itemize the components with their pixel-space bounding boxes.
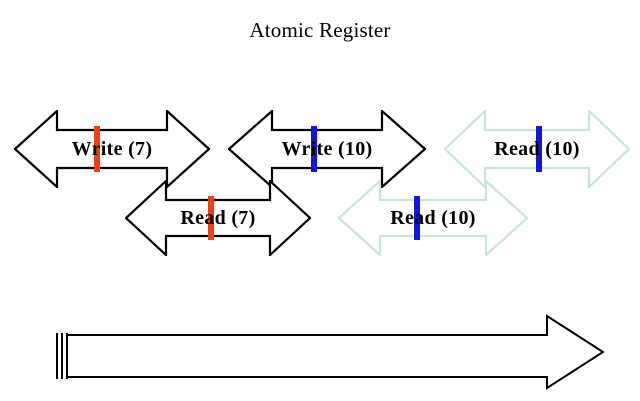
interval-arrow-read-7: Read (7) xyxy=(125,180,311,256)
linearization-point-read-10-lower xyxy=(414,196,420,240)
interval-label-read-10-upper: Read (10) xyxy=(494,137,580,160)
linearization-point-write-7 xyxy=(94,126,100,172)
page-title: Atomic Register xyxy=(249,18,391,42)
interval-arrow-read-10-lower: Read (10) xyxy=(338,180,528,256)
interval-arrow-write-7: Write (7) xyxy=(14,110,210,188)
time-axis-shape xyxy=(56,314,605,390)
time-axis-arrow xyxy=(55,312,605,392)
linearization-point-read-10-upper xyxy=(536,126,542,172)
arrow-outline xyxy=(228,110,426,188)
linearization-point-read-7 xyxy=(208,196,214,240)
arrow-shape-read-7 xyxy=(125,180,311,256)
linearization-point-write-10 xyxy=(311,126,317,172)
arrow-shape-write-10 xyxy=(228,110,426,188)
interval-label-write-10: Write (10) xyxy=(281,137,373,160)
interval-label-read-7: Read (7) xyxy=(180,206,256,229)
interval-arrow-read-10-upper: Read (10) xyxy=(444,110,630,188)
arrow-shape-read-10-lower xyxy=(338,180,528,256)
arrow-shape-write-7 xyxy=(14,110,210,188)
interval-label-read-10-lower: Read (10) xyxy=(390,206,476,229)
interval-arrow-write-10: Write (10) xyxy=(228,110,426,188)
arrow-outline xyxy=(14,110,210,188)
arrow-outline xyxy=(338,180,528,256)
interval-label-write-7: Write (7) xyxy=(71,137,153,160)
arrow-outline xyxy=(125,180,311,256)
time-axis-body xyxy=(66,314,605,390)
